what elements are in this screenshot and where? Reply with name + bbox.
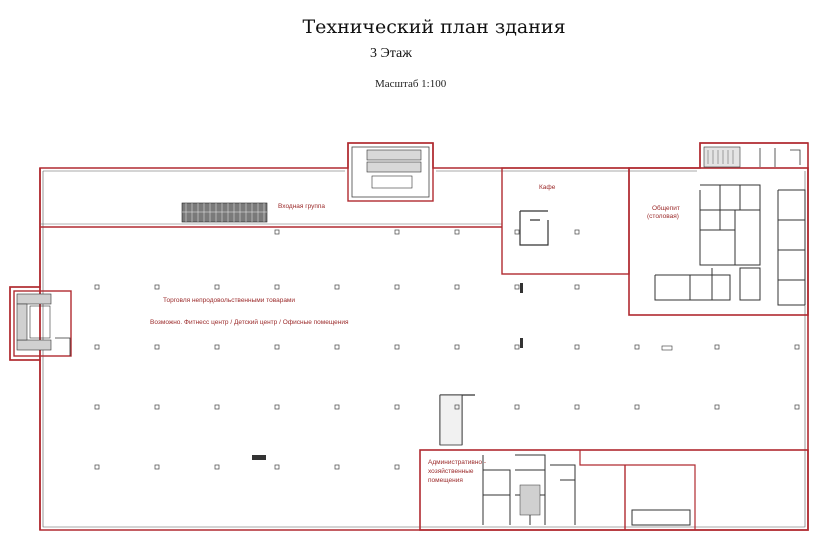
structural-column	[634, 404, 640, 410]
structural-column	[154, 404, 160, 410]
structural-column	[394, 464, 400, 470]
structural-column	[274, 229, 280, 235]
structural-column	[634, 344, 640, 350]
structural-column	[454, 284, 460, 290]
structural-column	[714, 344, 720, 350]
structural-column	[574, 229, 580, 235]
structural-column	[274, 404, 280, 410]
trade-label: Торговля непродовольственными товарами	[163, 297, 295, 304]
structural-column	[154, 284, 160, 290]
options-label: Возможно. Фитнесс центр / Детский центр …	[150, 318, 349, 326]
entrance-zone	[40, 223, 502, 228]
admin-label-1: Административно -	[428, 459, 486, 466]
structural-column	[154, 344, 160, 350]
top-stairwell	[347, 142, 434, 202]
structural-column	[214, 344, 220, 350]
structural-column	[394, 404, 400, 410]
scale-label: Масштаб 1:100	[375, 78, 447, 90]
structural-column	[94, 404, 100, 410]
structural-column	[394, 344, 400, 350]
structural-column	[274, 464, 280, 470]
admin-label-3: помещения	[428, 477, 463, 484]
admin-zone	[419, 449, 809, 531]
structural-column	[334, 464, 340, 470]
left-stairwell	[9, 286, 72, 361]
structural-column	[514, 229, 520, 235]
structural-column	[794, 404, 800, 410]
escalator	[181, 202, 268, 223]
structural-column	[94, 344, 100, 350]
structural-column	[574, 404, 580, 410]
structural-column	[94, 284, 100, 290]
structural-column	[214, 464, 220, 470]
structural-column	[334, 344, 340, 350]
floor-label: 3 Этаж	[370, 46, 412, 61]
core-wall	[439, 394, 475, 446]
column-grid	[94, 229, 800, 470]
cafe-label: Кафе	[539, 184, 556, 191]
structural-column	[394, 284, 400, 290]
structural-column	[574, 284, 580, 290]
structural-column	[574, 344, 580, 350]
structural-column	[514, 344, 520, 350]
cafe-zone	[501, 167, 630, 275]
structural-column	[214, 404, 220, 410]
entrance-group-label: Входная группа	[278, 203, 325, 210]
structural-column	[214, 284, 220, 290]
admin-label-2: хозяйственные	[428, 467, 474, 475]
structural-column	[334, 404, 340, 410]
structural-column	[334, 284, 340, 290]
structural-column	[514, 404, 520, 410]
structural-column	[454, 344, 460, 350]
fixtures	[252, 283, 673, 460]
plan-title: Технический план здания	[302, 16, 566, 38]
structural-column	[94, 464, 100, 470]
structural-column	[514, 284, 520, 290]
structural-column	[794, 344, 800, 350]
structural-column	[454, 404, 460, 410]
structural-column	[274, 284, 280, 290]
structural-column	[394, 229, 400, 235]
structural-column	[154, 464, 160, 470]
structural-column	[274, 344, 280, 350]
structural-column	[454, 229, 460, 235]
structural-column	[714, 404, 720, 410]
canteen-zone	[628, 142, 809, 316]
canteen-label-1: Общепит	[652, 204, 680, 212]
canteen-label-2: (столовая)	[647, 213, 679, 220]
